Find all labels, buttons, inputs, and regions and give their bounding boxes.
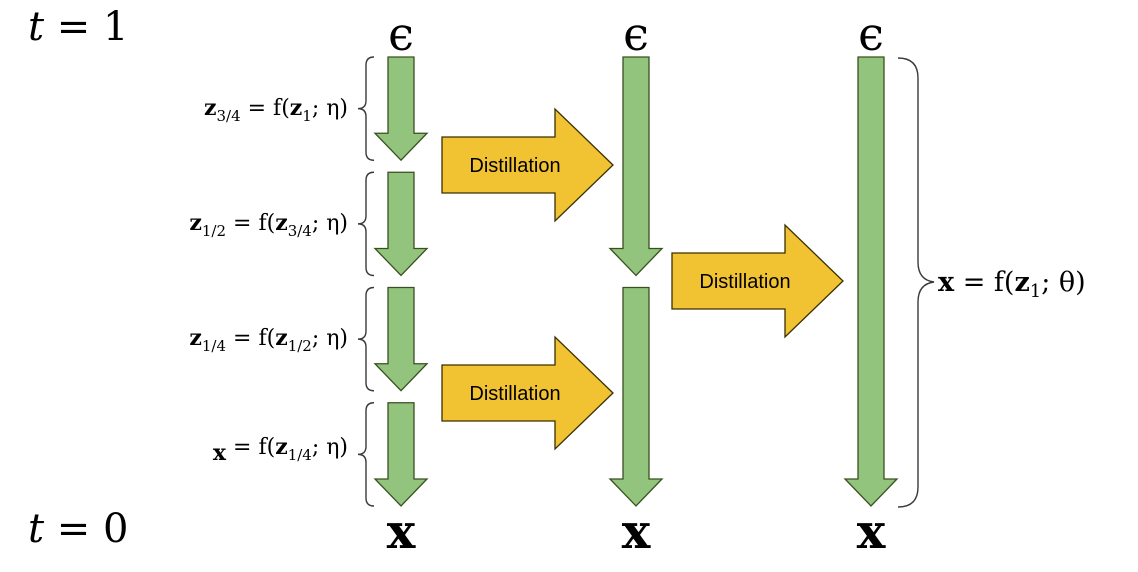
step-brace-1 — [357, 56, 375, 161]
step-brace-3 — [357, 286, 375, 392]
distillation-label-2: Distillation — [469, 383, 560, 405]
step-braces — [357, 56, 375, 507]
step-equation-4: x = f(z1/4; η) — [213, 434, 348, 466]
step-arrow-student-2-step-1 — [608, 56, 664, 277]
data-symbol-col2: x — [622, 504, 651, 560]
step-arrow-teacher-4-step-2 — [373, 171, 429, 277]
data-symbol-col1: x — [387, 504, 416, 560]
distillation-label-1: Distillation — [469, 155, 560, 177]
step-arrows — [373, 56, 899, 507]
step-brace-2 — [357, 171, 375, 277]
distillation-arrow-1 — [441, 107, 614, 223]
final-brace — [897, 57, 935, 508]
distillation-arrows — [441, 107, 844, 451]
final-equation: x = f(z1; θ) — [938, 267, 1086, 302]
step-arrow-student-2-step-2 — [608, 286, 664, 507]
noise-symbol-col2: ϵ — [623, 7, 649, 61]
noise-symbol-col3: ϵ — [858, 7, 884, 61]
data-symbol-col3: x — [857, 504, 886, 560]
time-label-end: t = 0 — [28, 506, 128, 552]
step-equation-2: z1/2 = f(z3/4; η) — [189, 210, 348, 240]
step-arrow-teacher-4-step-1 — [373, 56, 429, 162]
step-arrow-teacher-4-step-3 — [373, 286, 429, 392]
distillation-arrow-2 — [441, 335, 614, 451]
step-equation-1: z3/4 = f(z1; η) — [204, 95, 348, 125]
time-label-start: t = 1 — [28, 4, 128, 50]
step-arrow-teacher-4-step-4 — [373, 402, 429, 507]
distillation-arrow-3 — [671, 223, 844, 339]
step-arrow-student-1-step-1 — [843, 56, 899, 507]
distillation-label-3: Distillation — [699, 271, 790, 293]
noise-symbol-col1: ϵ — [388, 7, 414, 61]
step-equation-3: z1/4 = f(z1/2; η) — [189, 325, 348, 355]
step-brace-4 — [357, 402, 375, 507]
